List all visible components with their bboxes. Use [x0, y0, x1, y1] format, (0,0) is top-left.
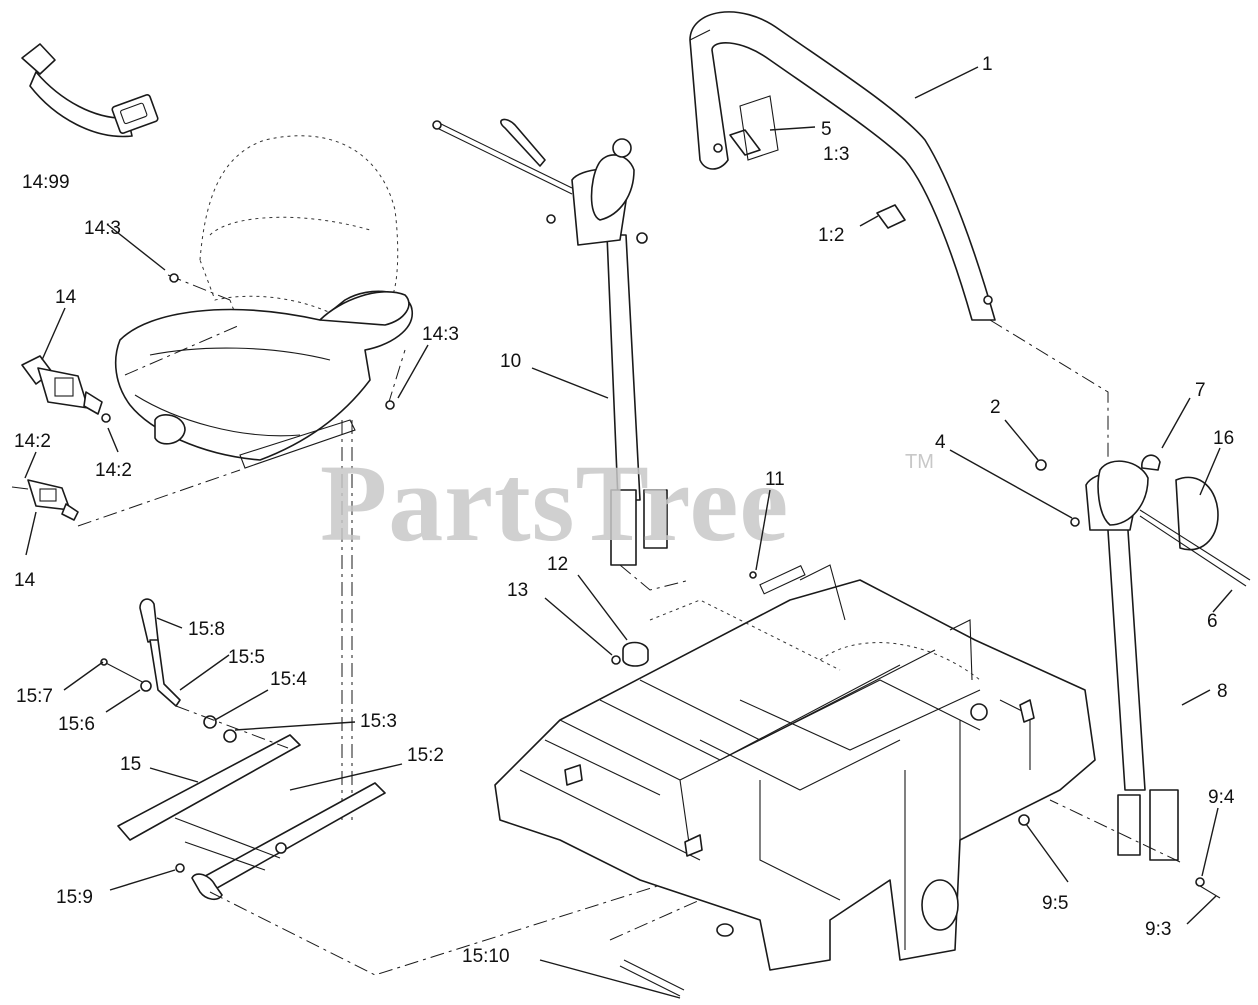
- callout-14-3-right: 14:3: [422, 324, 459, 345]
- callout-2: 2: [990, 397, 1001, 418]
- callout-10: 10: [500, 351, 521, 372]
- seat-belt-buckle-lower: [11, 479, 79, 521]
- leader-lines: [24, 66, 1233, 999]
- callout-1-2: 1:2: [818, 225, 844, 246]
- callout-9-4: 9:4: [1208, 787, 1235, 808]
- operator-seat: [114, 135, 413, 469]
- callout-8: 8: [1217, 681, 1228, 702]
- callout-11: 11: [765, 469, 785, 490]
- mower-frame: [494, 564, 1096, 997]
- callout-7: 7: [1195, 380, 1206, 401]
- seat-adjust-lever: [100, 598, 289, 749]
- rops-left-tube: [432, 118, 668, 566]
- callout-4: 4: [935, 432, 946, 453]
- seat-belt-strap: [21, 43, 159, 138]
- callout-13: 13: [507, 580, 528, 601]
- callout-15-4: 15:4: [270, 669, 307, 690]
- callout-15-7: 15:7: [16, 686, 53, 707]
- callout-1: 1: [982, 54, 993, 75]
- callout-9-3: 9:3: [1145, 919, 1171, 940]
- callout-15-10: 15:10: [462, 946, 510, 967]
- callout-14-3-top: 14:3: [84, 218, 121, 239]
- callout-15-6: 15:6: [58, 714, 95, 735]
- callout-14-99: 14:99: [22, 172, 70, 193]
- callout-14-bottom: 14: [14, 570, 36, 591]
- callout-15-9: 15:9: [56, 887, 93, 908]
- callout-15: 15: [120, 754, 141, 775]
- callout-12: 12: [547, 554, 568, 575]
- partstree-watermark: PartsTree: [320, 442, 789, 564]
- rops-right-tube: [1035, 454, 1251, 899]
- callout-14-top: 14: [55, 287, 77, 308]
- seat-mount-plate: [117, 734, 386, 901]
- callout-5: 5: [821, 119, 832, 140]
- callout-15-3: 15:3: [360, 711, 397, 732]
- callout-1-3: 1:3: [823, 144, 849, 165]
- callout-15-2: 15:2: [407, 745, 444, 766]
- watermark-trademark: TM: [905, 451, 934, 473]
- callout-15-5: 15:5: [228, 647, 265, 668]
- seat-belt-buckle-upper: [21, 355, 111, 423]
- callout-6: 6: [1207, 611, 1218, 632]
- callout-15-8: 15:8: [188, 619, 225, 640]
- rops-upper-hoop: [689, 11, 996, 321]
- callout-14-2-left: 14:2: [14, 431, 51, 452]
- callout-14-2-right: 14:2: [95, 460, 132, 481]
- callout-9-5: 9:5: [1042, 893, 1068, 914]
- callout-16: 16: [1213, 428, 1234, 449]
